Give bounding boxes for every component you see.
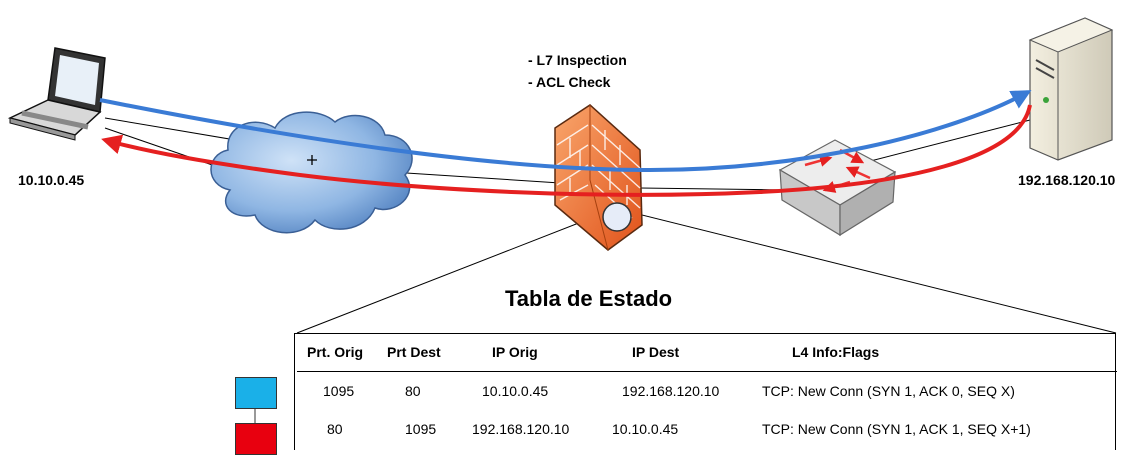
cell-l4-info: TCP: New Conn (SYN 1, ACK 1, SEQ X+1) <box>762 421 1031 437</box>
cell-src-ip: 192.168.120.10 <box>472 421 570 437</box>
cell-l4-info: TCP: New Conn (SYN 1, ACK 0, SEQ X) <box>762 383 1015 399</box>
table-row: 80 1095 192.168.120.10 10.10.0.45 TCP: N… <box>297 410 1117 448</box>
firewall-note-1: - L7 Inspection <box>528 52 627 68</box>
state-table-title: Tabla de Estado <box>505 286 673 311</box>
cell-src-port: 80 <box>327 421 343 437</box>
return-flow-arrow <box>101 104 1032 197</box>
callout-line-left <box>296 209 613 334</box>
cell-dst-port: 1095 <box>405 421 437 437</box>
header-dst-port: Prt Dest <box>387 344 441 360</box>
state-table: Prt. Orig Prt Dest IP Orig IP Dest L4 In… <box>297 333 1117 448</box>
callout-line-right <box>621 209 1117 334</box>
cell-src-ip: 10.10.0.45 <box>482 383 549 399</box>
link-firewall-switch <box>639 187 791 191</box>
state-table-lens <box>602 202 632 232</box>
link-switch-server <box>854 119 1031 166</box>
header-src-ip: IP Orig <box>492 344 538 360</box>
cell-dst-port: 80 <box>405 383 421 399</box>
return-flow-swatch <box>235 423 277 455</box>
header-src-port: Prt. Orig <box>307 344 364 360</box>
cell-dst-ip: 10.10.0.45 <box>612 421 679 437</box>
forward-flow-swatch <box>235 377 277 409</box>
cell-src-port: 1095 <box>323 383 355 399</box>
host-left-ip: 10.10.0.45 <box>18 172 85 188</box>
firewall-icon <box>554 104 643 251</box>
table-header-row: Prt. Orig Prt Dest IP Orig IP Dest L4 In… <box>297 333 1117 372</box>
state-table-frame <box>294 333 1116 450</box>
host-right-ip: 192.168.120.10 <box>1018 172 1116 188</box>
header-dst-ip: IP Dest <box>632 344 680 360</box>
laptop-icon <box>7 47 106 141</box>
forward-flow-arrow <box>99 90 1032 173</box>
cell-dst-ip: 192.168.120.10 <box>622 383 720 399</box>
server-icon <box>1028 17 1114 161</box>
cloud-icon <box>210 111 413 234</box>
firewall-note-2: - ACL Check <box>528 74 611 90</box>
header-l4-info: L4 Info:Flags <box>792 344 880 360</box>
table-row: 1095 80 10.10.0.45 192.168.120.10 TCP: N… <box>297 372 1117 411</box>
